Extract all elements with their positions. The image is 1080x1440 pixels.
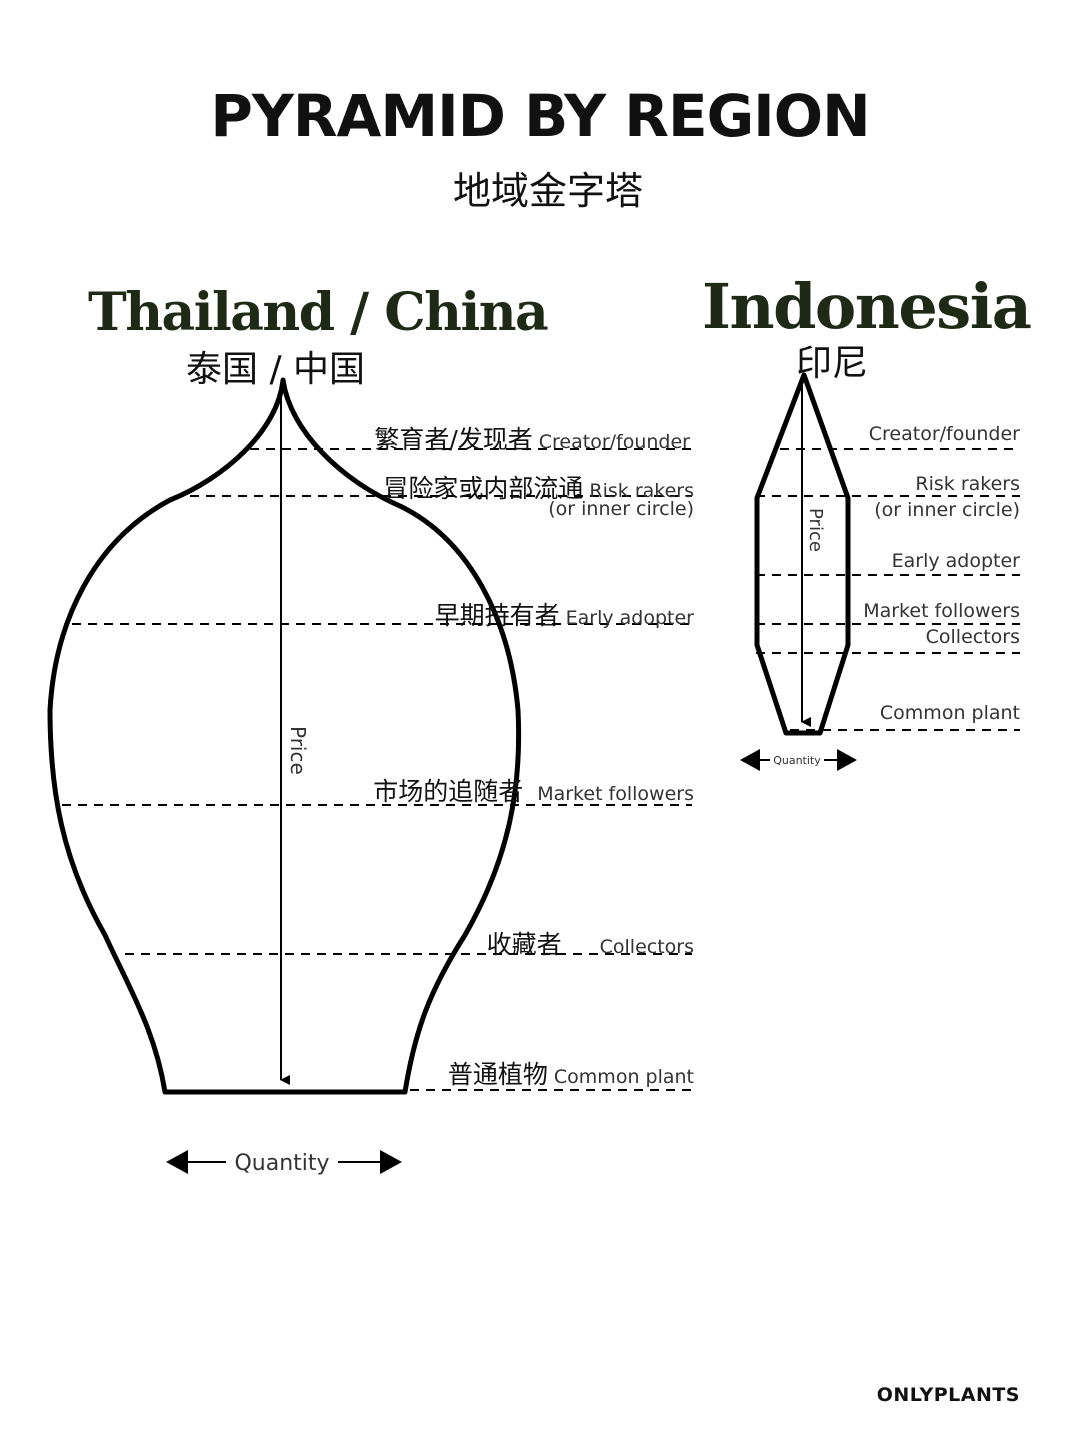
page-title: PYRAMID BY REGION	[210, 82, 870, 150]
id-quantity-arrow-right-icon	[837, 749, 857, 771]
id-quantity-label: Quantity	[773, 754, 821, 767]
tc-price-label: Price	[286, 726, 310, 775]
id-tier-risk: Risk rakers	[915, 473, 1020, 495]
id-tier-collectors: Collectors	[925, 626, 1020, 648]
id-tier-creator: Creator/founder	[868, 423, 1020, 445]
thailand-china-heading: Thailand / China	[88, 282, 549, 343]
id-tier-market: Market followers	[863, 600, 1020, 622]
brand-logo-text: ONLYPLANTS	[876, 1384, 1020, 1406]
id-tier-early: Early adopter	[891, 550, 1020, 572]
id-price-label: Price	[805, 508, 826, 552]
tc-quantity-arrow-right-icon	[380, 1150, 402, 1174]
id-tier-risk-sub: (or inner circle)	[874, 499, 1020, 521]
id-quantity-arrow-left-icon	[740, 749, 760, 771]
indonesia-heading-cn: 印尼	[796, 343, 869, 384]
thailand-tier-lines	[62, 448, 692, 1091]
tc-quantity-arrow	[166, 1150, 402, 1174]
tc-quantity-label: Quantity	[234, 1151, 329, 1176]
indonesia-outline	[754, 372, 851, 736]
indonesia-tier-lines	[756, 448, 1020, 731]
indonesia-heading: Indonesia	[702, 270, 1032, 343]
thailand-china-heading-cn: 泰国 / 中国	[186, 349, 366, 390]
thailand-china-bulb-outline	[47, 377, 522, 1095]
tc-quantity-arrow-left-icon	[166, 1150, 188, 1174]
id-quantity-arrow	[740, 749, 857, 771]
tc-tier-risk-sub: (or inner circle)	[548, 498, 694, 520]
id-tier-common: Common plant	[879, 702, 1020, 724]
page-subtitle: 地域金字塔	[452, 169, 643, 213]
